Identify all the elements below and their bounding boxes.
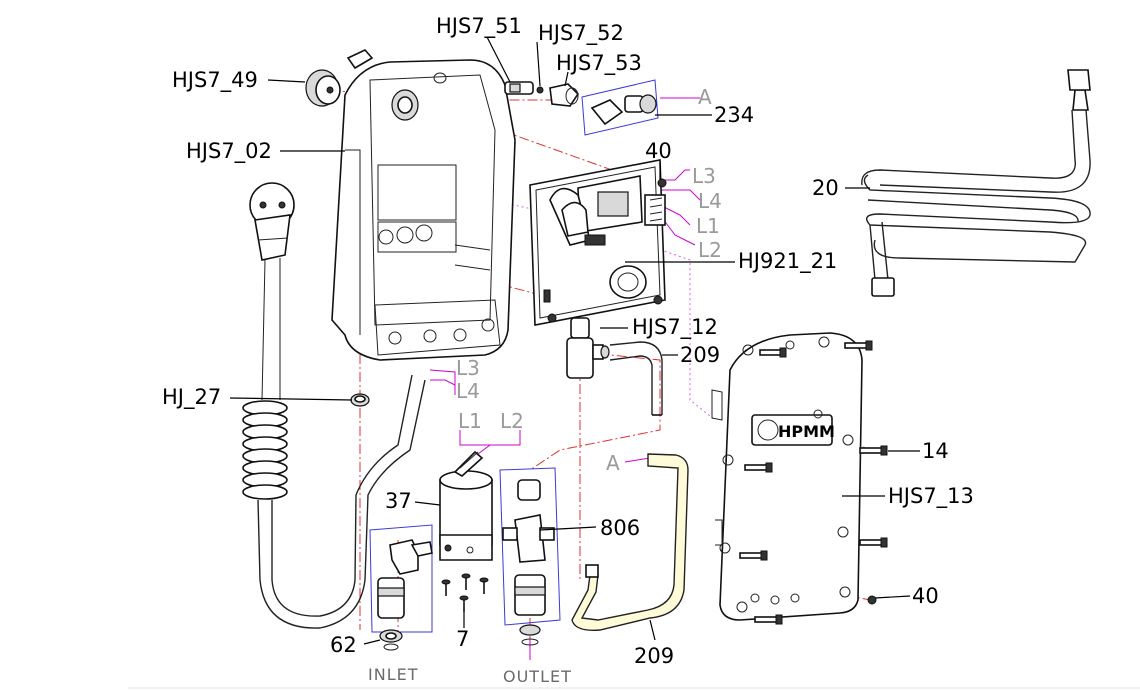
callout-7: 7 — [456, 627, 469, 651]
callout-209-top: 209 — [680, 343, 720, 367]
callout-hj-27: HJ_27 — [162, 385, 221, 410]
wire-label-l2-valve: L2 — [500, 409, 524, 433]
callout-hjs7-02: HJS7_02 — [186, 139, 272, 164]
callout-hjs7-51: HJS7_51 — [436, 14, 522, 39]
callout-hjs7-49: HJS7_49 — [172, 68, 258, 93]
screw — [744, 462, 773, 473]
inlet-nut-62 — [379, 629, 403, 651]
callout-hjs7-53: HJS7_53 — [556, 51, 642, 76]
wire-label-l2-board: L2 — [698, 238, 722, 262]
screw — [461, 573, 471, 590]
screws-14 — [739, 340, 888, 625]
screw — [759, 347, 787, 358]
callout-hjs7-13: HJS7_13 — [888, 484, 974, 509]
wire-label-l4-board: L4 — [698, 189, 722, 213]
fitting-assembly-234 — [581, 79, 659, 136]
port-label-outlet: OUTLET — [503, 667, 572, 686]
circuit-board — [529, 159, 667, 326]
enclosure-housing — [331, 49, 516, 361]
wire-label-l1-valve: L1 — [458, 409, 482, 433]
wire-label-l1-board: L1 — [696, 214, 720, 238]
power-cord — [242, 182, 426, 629]
coiled-cord — [242, 400, 288, 500]
back-plate: HPMM — [711, 332, 863, 621]
screw — [754, 614, 783, 625]
callout-37: 37 — [385, 489, 412, 513]
leader-lines — [229, 36, 920, 645]
tee-fitting-12 — [566, 317, 610, 379]
screw — [441, 579, 451, 596]
outlet-seal — [519, 624, 541, 646]
screw — [739, 550, 768, 561]
screw — [859, 445, 888, 456]
callout-hjs7-12: HJS7_12 — [632, 315, 718, 340]
solenoid-valve — [439, 450, 493, 561]
hose-209-upper — [609, 341, 663, 416]
screw — [859, 537, 888, 548]
screw — [459, 595, 469, 612]
screw — [479, 577, 489, 594]
callout-14: 14 — [922, 439, 949, 463]
screws-7 — [441, 573, 489, 612]
callout-20: 20 — [812, 176, 839, 200]
brand-logo-text: HPMM — [778, 422, 835, 441]
screw — [844, 340, 873, 351]
screw — [867, 595, 877, 605]
callout-labels: HJS7_51 HJS7_52 HJS7_53 HJS7_49 234 HJS7… — [162, 14, 974, 668]
wire-label-l3-cable: L3 — [456, 356, 480, 380]
callout-hjs7-52: HJS7_52 — [538, 21, 624, 46]
wire-label-l3-board: L3 — [692, 164, 716, 188]
callout-62: 62 — [330, 633, 357, 657]
wire-labels: L3 L4 L1 L2 L3 L4 L1 L2 A A — [456, 85, 722, 475]
callout-40-top: 40 — [645, 139, 672, 163]
marker-a-top: A — [698, 85, 712, 109]
callout-234: 234 — [714, 103, 754, 127]
port-label-inlet: INLET — [368, 665, 418, 684]
callout-hj921-21: HJ921_21 — [738, 249, 837, 274]
callout-40-bottom: 40 — [912, 584, 939, 608]
inlet-assembly — [369, 524, 433, 633]
hose-209-lower — [571, 453, 689, 631]
callout-209-bottom: 209 — [634, 644, 674, 668]
grommet — [350, 393, 370, 407]
coiled-tube-20 — [861, 69, 1091, 297]
cap-part — [305, 69, 341, 107]
outlet-assembly-806 — [499, 467, 561, 626]
fittings-top — [504, 81, 580, 107]
marker-a-bottom: A — [606, 451, 620, 475]
wire-label-l4-cable: L4 — [456, 379, 480, 403]
callout-806: 806 — [600, 516, 640, 540]
